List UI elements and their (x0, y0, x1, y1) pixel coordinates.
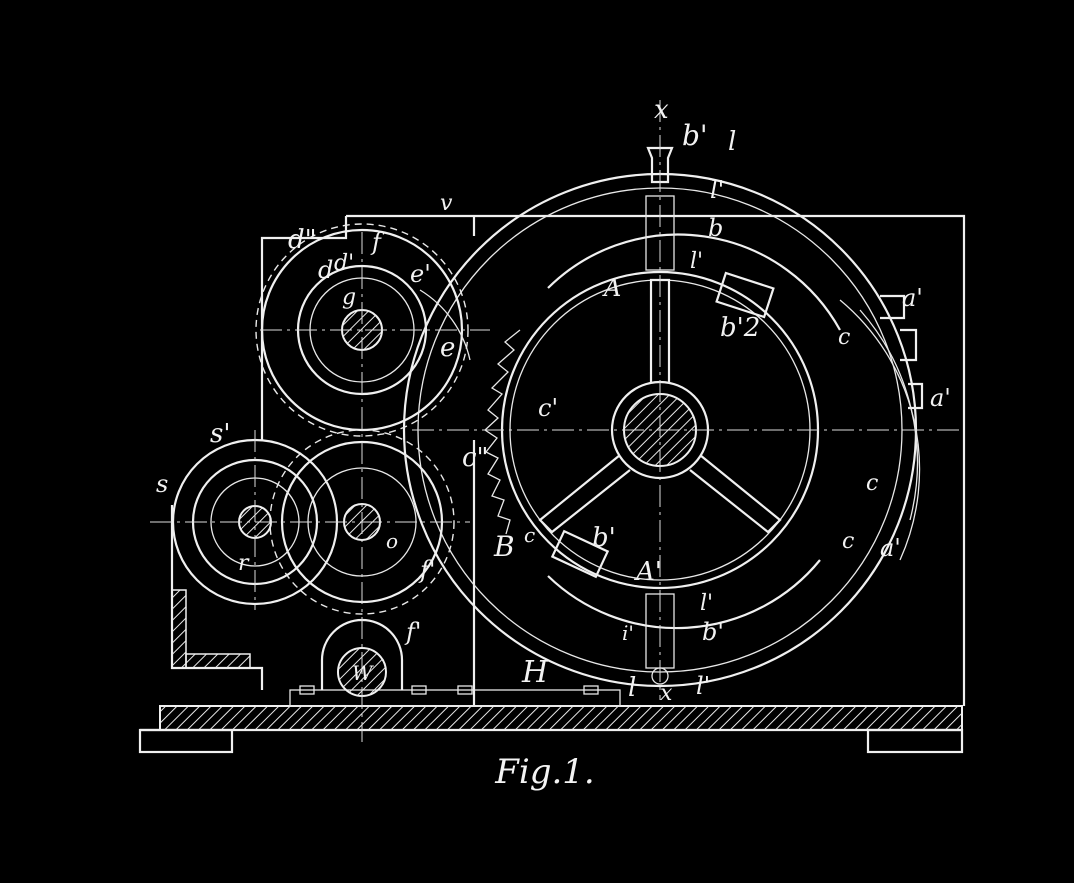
label-x-top: x (654, 95, 669, 125)
label-b1-top: b' (682, 119, 708, 152)
label-c-low: c (524, 523, 535, 547)
figure-caption: Fig.1. (495, 752, 595, 792)
label-c-r1: c (838, 325, 850, 350)
label-b1-low: b' (702, 618, 724, 646)
label-a1-mid: a' (930, 384, 951, 412)
machine-frame (170, 214, 966, 707)
label-f1: f' (418, 556, 435, 584)
label-c2: c" (462, 443, 489, 473)
label-A: A (602, 274, 621, 302)
label-c-r2: c (866, 471, 878, 496)
label-c1: c' (538, 394, 558, 422)
label-b1-mid: b' (592, 523, 616, 553)
label-A1: A' (634, 557, 662, 587)
part-labels: x b' l l' b l' v d" d f d' g e' e s' s r… (156, 95, 951, 706)
center-lines (150, 100, 962, 742)
label-l-low: l (628, 673, 636, 703)
ratchet-teeth (483, 329, 521, 535)
label-v: v (440, 191, 453, 216)
label-B: B (493, 530, 515, 563)
label-a1-low: a' (880, 534, 901, 562)
label-a1-top: a' (902, 284, 923, 312)
label-e: e (440, 333, 455, 363)
label-s1: s' (210, 419, 231, 449)
label-s: s (156, 470, 168, 498)
label-i1: i' (622, 621, 634, 645)
label-l1-top: l' (710, 176, 724, 204)
label-d: d (318, 256, 333, 284)
label-d2: d" (288, 225, 317, 255)
label-l-top: l (728, 127, 736, 157)
label-l1-low: l' (700, 591, 713, 616)
label-H: H (521, 655, 549, 690)
base-plate (138, 705, 964, 754)
label-c-r3: c (842, 529, 854, 554)
label-e1: e' (410, 260, 431, 288)
label-b-top: b (708, 214, 723, 242)
label-b2: b'2 (720, 313, 760, 343)
label-o: o (386, 529, 398, 553)
label-l1-low2: l' (696, 672, 710, 700)
wheel-blocks (550, 271, 924, 579)
label-f1b: f' (404, 618, 421, 646)
label-x-bottom: x (660, 681, 673, 706)
label-r: r (238, 551, 250, 576)
label-g: g (342, 285, 356, 310)
label-l1-b: l' (690, 249, 703, 274)
label-d1: d' (334, 251, 354, 276)
label-W: W (352, 661, 374, 685)
